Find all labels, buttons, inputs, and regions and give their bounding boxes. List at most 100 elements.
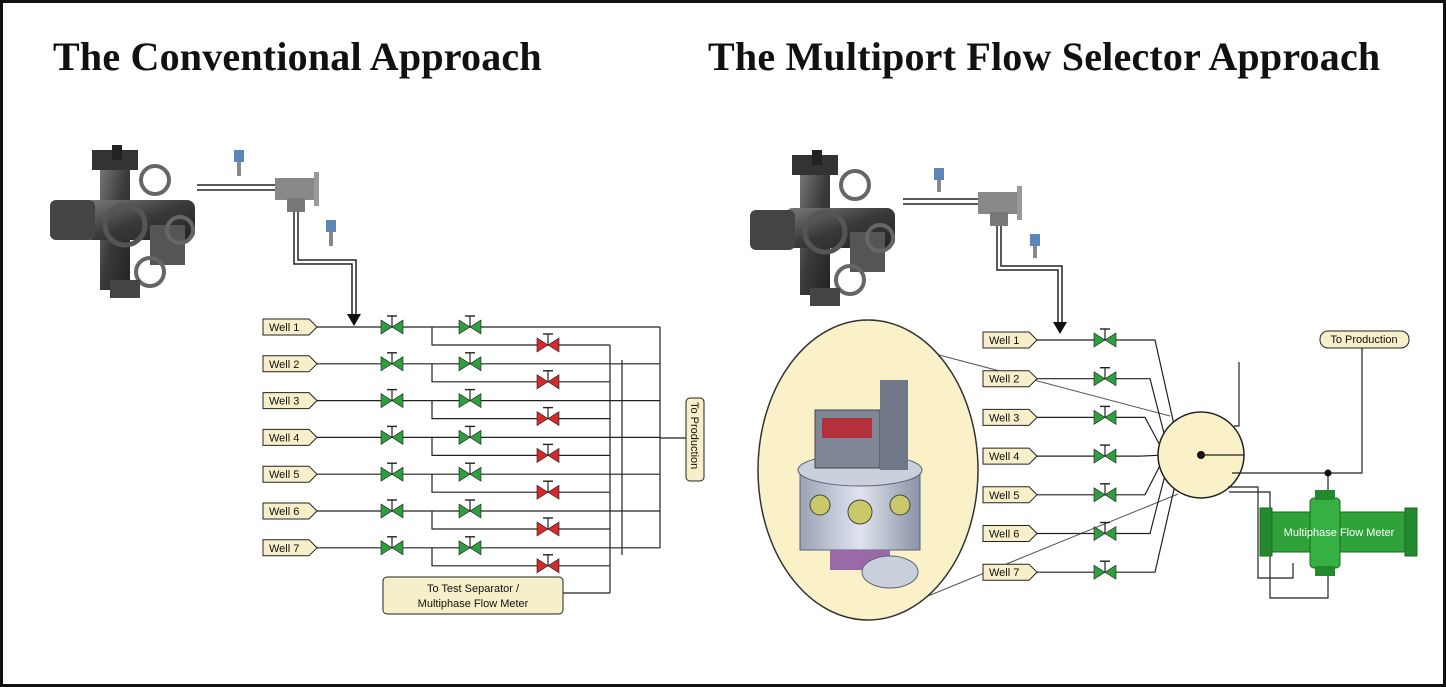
closed-valve-icon [536,370,560,390]
well-line [1037,477,1165,535]
conventional-row: Well 4 [262,425,660,463]
closed-valve-icon [536,480,560,500]
multiport-approach-title: The Multiport Flow Selector Approach [708,34,1381,79]
closed-valve-icon [536,333,560,353]
well-label-text: Well 1 [269,322,299,334]
right-tee-fitting [978,186,1022,226]
well-label-text: Well 1 [989,335,1019,347]
open-valve-icon [458,499,482,519]
open-valve-icon [380,536,404,556]
open-valve-icon [1093,483,1117,503]
open-valve-icon [1093,521,1117,542]
multiport-manifold: Well 1 Well 2 Well 3 Well 4 Well 5 Well 6 Well… [982,328,1175,581]
conventional-row: Well 1 [262,315,660,353]
open-valve-icon [458,425,482,445]
well-label-text: Well 6 [989,529,1019,541]
right-transmitter-1 [934,168,944,192]
well-line [1037,339,1174,423]
well-line [1037,416,1160,445]
left-flow-arrow [347,314,361,326]
well-label: Well 3 [262,392,318,410]
well-label-text: Well 5 [269,469,299,481]
right-flowline [903,198,1063,324]
well-label: Well 7 [982,563,1038,581]
multiport-row: Well 4 [982,444,1159,465]
well-label-text: Well 4 [989,451,1019,463]
well-label: Well 5 [982,486,1038,504]
well-label: Well 2 [982,370,1038,388]
left-transmitter-1 [234,150,244,176]
left-tee-fitting [275,172,319,212]
well-label-text: Well 6 [269,506,299,518]
multiphase-flow-meter-text: Multiphase Flow Meter [1284,527,1395,539]
well-label-text: Well 4 [269,432,299,444]
well-line [1037,466,1161,496]
conventional-row: Well 6 [262,499,660,537]
open-valve-icon [380,388,404,409]
conventional-row: Well 7 [262,536,660,574]
well-label-text: Well 3 [989,412,1019,424]
left-flowline [197,184,357,316]
well-label: Well 1 [982,331,1038,349]
left-wellhead [50,145,195,298]
well-label: Well 6 [982,525,1038,542]
multiport-row: Well 7 [982,488,1175,581]
to-production-label-right: To Production [1319,330,1410,349]
well-label-text: Well 2 [269,359,299,371]
production-junction-dot [1324,469,1332,477]
multiport-row: Well 5 [982,466,1161,504]
well-label: Well 4 [262,428,318,446]
multiport-selector-illustration [797,380,923,589]
well-label: Well 3 [982,408,1038,426]
well-label-text: Well 7 [269,543,299,555]
to-test-separator-text-2: Multiphase Flow Meter [418,598,529,610]
to-production-text-left: To Production [688,402,700,469]
open-valve-icon [380,352,404,372]
to-production-label-left: To Production [685,397,705,482]
well-label: Well 1 [262,318,318,336]
well-label: Well 7 [262,539,318,557]
right-transmitter-2 [1030,234,1040,258]
well-label: Well 6 [262,502,318,520]
open-valve-icon [458,315,482,335]
open-valve-icon [380,499,404,519]
conventional-row: Well 5 [262,462,660,500]
open-valve-icon [1093,367,1117,387]
left-collector-lines [563,327,688,594]
multiphase-flow-meter: Multiphase Flow Meter [1259,490,1418,576]
to-test-separator-text-1: To Test Separator / [427,583,520,595]
well-label: Well 5 [262,465,318,483]
open-valve-icon [380,462,404,482]
closed-valve-icon [536,406,560,427]
right-wellhead [750,150,895,306]
conventional-manifold: Well 1 Well 2 Well 3 Well 4 Well 5 Well 6 Well… [262,315,660,574]
to-test-separator-label: To Test Separator / Multiphase Flow Mete… [382,576,564,615]
closed-valve-icon [536,443,560,463]
multiport-row: Well 2 [982,367,1165,434]
well-label-text: Well 5 [989,490,1019,502]
well-line [1037,454,1159,457]
open-valve-icon [458,536,482,556]
left-transmitter-2 [326,220,336,246]
open-valve-icon [458,352,482,372]
conventional-approach-title: The Conventional Approach [53,34,542,79]
well-label-text: Well 2 [989,374,1019,386]
open-valve-icon [1093,405,1117,425]
open-valve-icon [380,425,404,445]
multiport-row: Well 1 [982,328,1174,423]
open-valve-icon [1093,328,1117,348]
conventional-row: Well 2 [262,352,660,390]
open-valve-icon [1093,444,1117,464]
right-flow-arrow [1053,322,1067,334]
multiport-row: Well 3 [982,405,1160,445]
well-line [1037,488,1175,573]
open-valve-icon [380,315,404,335]
closed-valve-icon [536,517,560,537]
well-line [1037,378,1165,434]
right-outlet-lines [1228,348,1363,599]
well-label: Well 2 [262,355,318,373]
multiport-row: Well 6 [982,477,1165,542]
open-valve-icon [458,388,482,409]
